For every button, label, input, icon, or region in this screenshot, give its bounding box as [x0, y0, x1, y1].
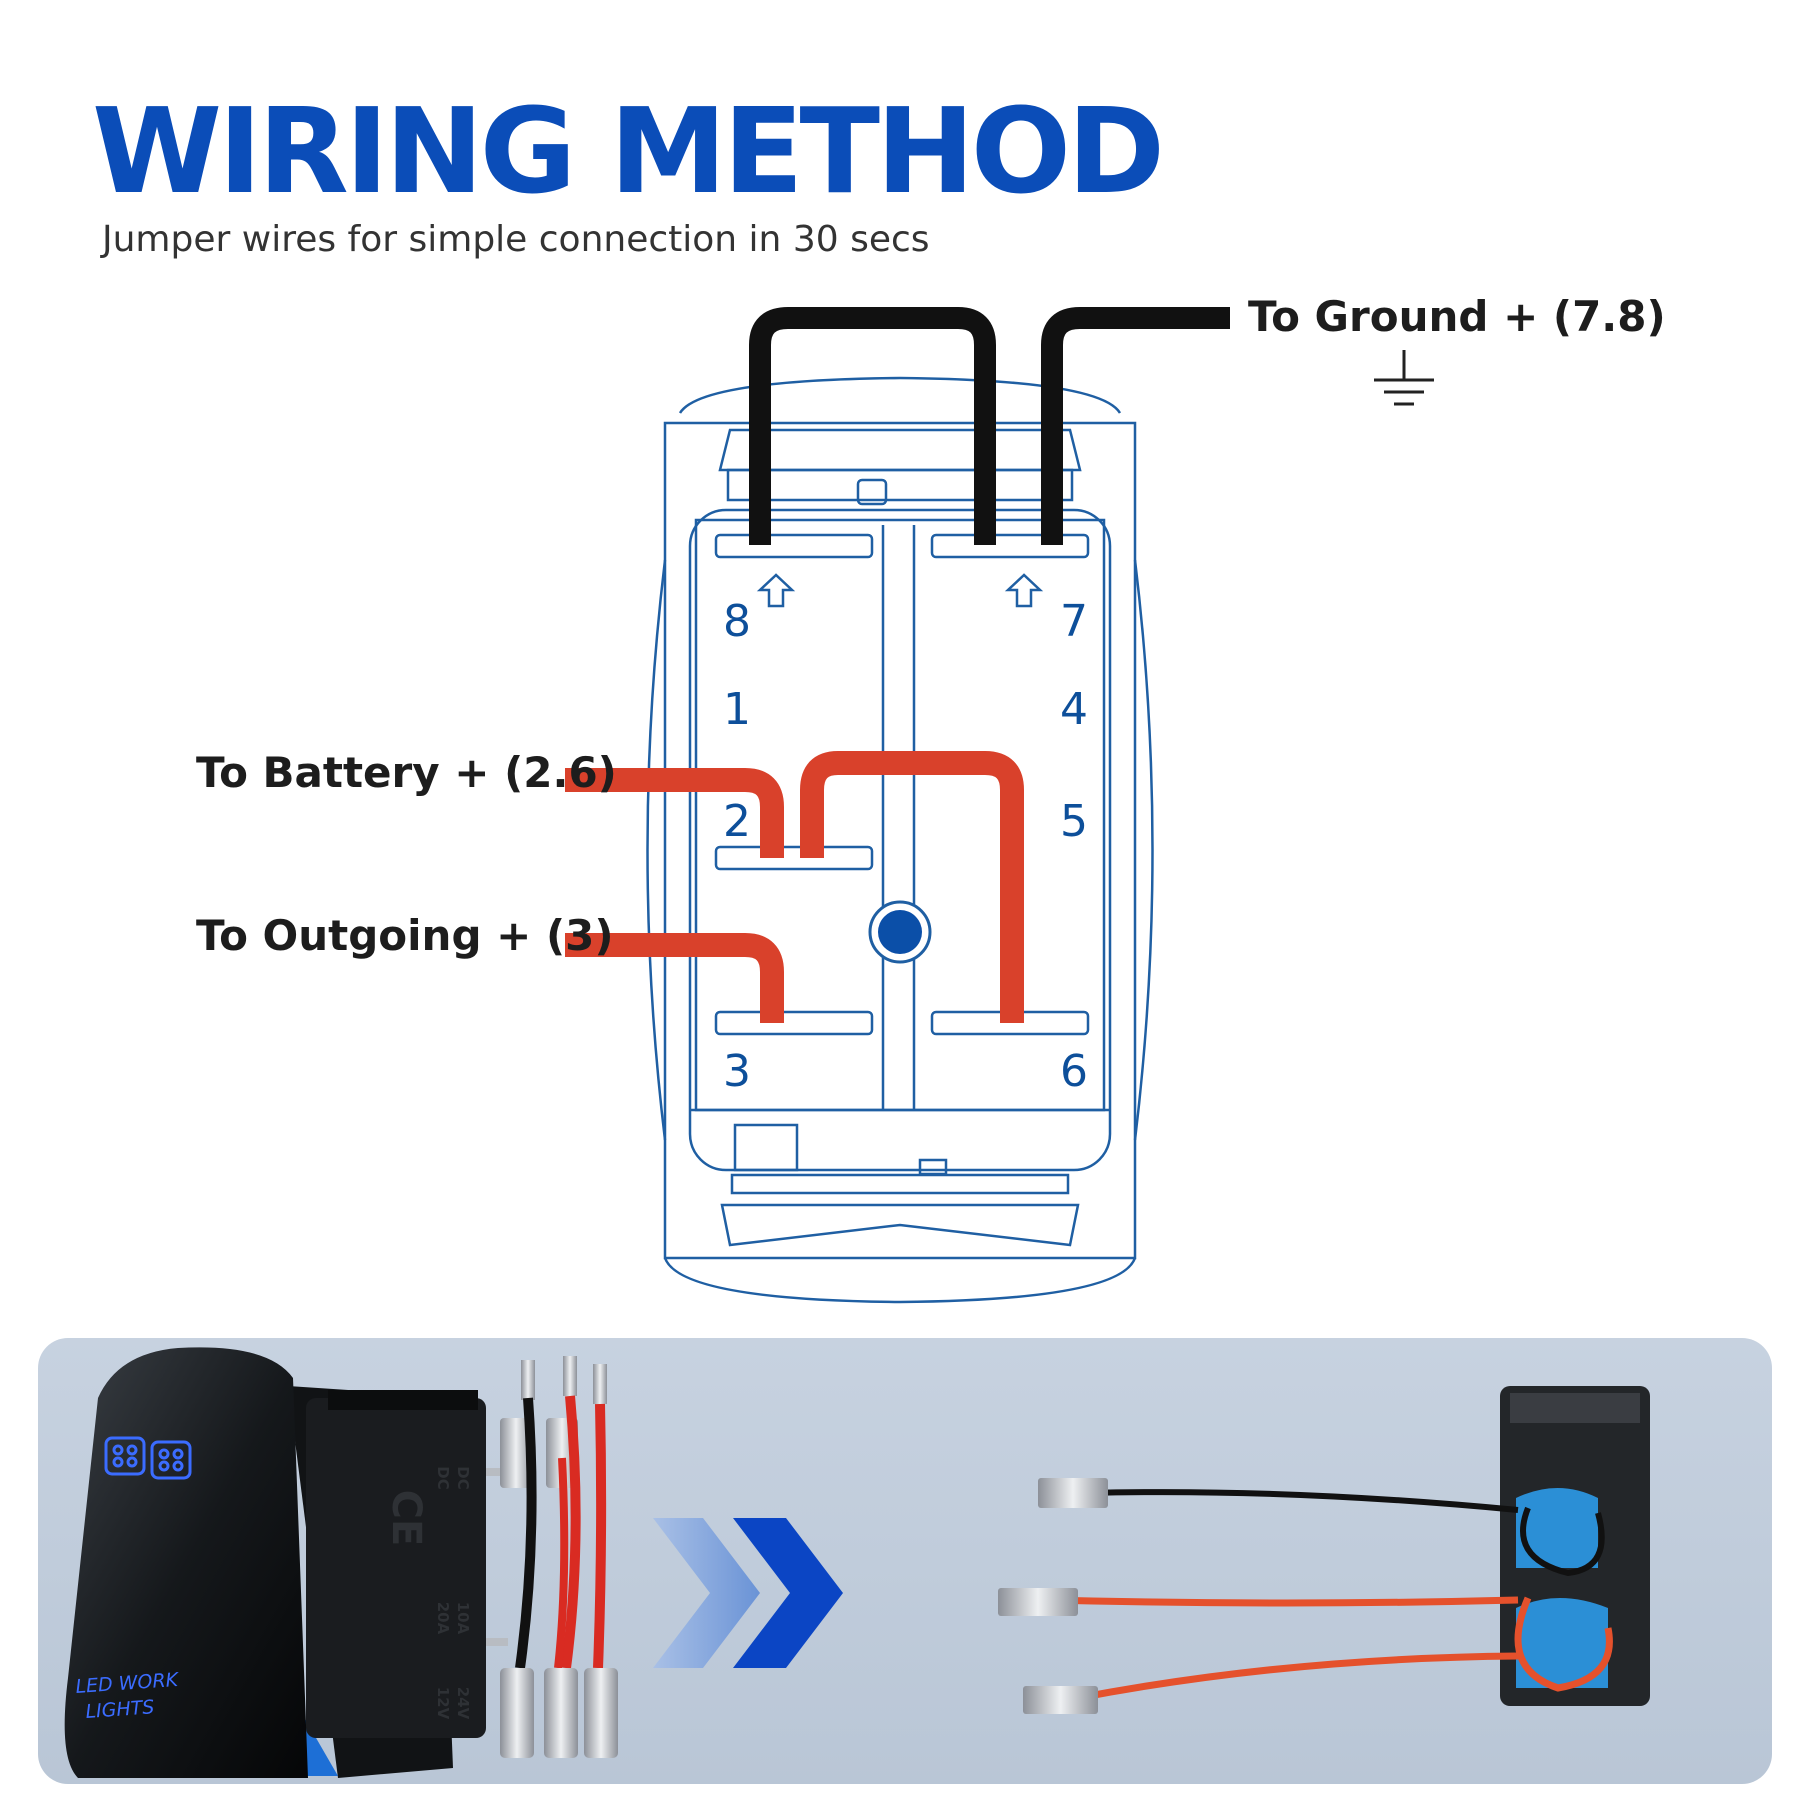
up-arrow-icons — [756, 573, 1044, 608]
chevron-right-icon — [653, 1518, 843, 1668]
jumper-wires-image — [500, 1356, 618, 1758]
pin-number-8: 8 — [723, 596, 751, 647]
red-battery-wire — [565, 768, 784, 858]
black-jumper-8-to-7 — [749, 307, 996, 545]
black-jumper-wires — [749, 307, 1230, 545]
ce-mark: CE — [383, 1490, 429, 1547]
switch-text-line2: LIGHTS — [85, 1696, 155, 1723]
dc-label-1: DC — [434, 1466, 452, 1489]
wiring-diagram — [565, 307, 1434, 1304]
switch-outline — [646, 376, 1154, 1304]
label-to-battery: To Battery + (2.6) — [196, 748, 617, 797]
switch-body — [306, 1398, 486, 1738]
up-arrow-icon — [756, 573, 796, 608]
terminal-8 — [714, 533, 874, 559]
pin-number-4: 4 — [1060, 684, 1088, 735]
page-subtitle: Jumper wires for simple connection in 30… — [102, 219, 930, 260]
page-title: WIRING METHOD — [92, 82, 1165, 220]
pin-number-5: 5 — [1060, 796, 1088, 847]
voltage-12v: 12V — [434, 1687, 452, 1720]
terminal-7 — [930, 533, 1090, 559]
red-jumper-2-to-6 — [800, 751, 1024, 1023]
pin-number-3: 3 — [723, 1046, 751, 1097]
switch-rocker-face — [64, 1347, 309, 1778]
terminal-3 — [714, 1010, 874, 1036]
label-to-outgoing: To Outgoing + (3) — [196, 911, 614, 960]
voltage-24v: 24V — [454, 1687, 472, 1720]
label-to-ground: To Ground + (7.8) — [1248, 292, 1666, 341]
rocker-switch-image: LED WORK LIGHTS CE 20A 10A 12V 24V DC DC — [64, 1347, 508, 1778]
wired-switch-image — [998, 1386, 1650, 1714]
pin-number-6: 6 — [1060, 1046, 1088, 1097]
pin-number-2: 2 — [723, 796, 751, 847]
product-panel: LED WORK LIGHTS CE 20A 10A 12V 24V DC DC — [38, 1338, 1772, 1784]
center-pivot — [868, 900, 932, 964]
terminal-2 — [714, 845, 874, 871]
red-wires — [565, 751, 1024, 1023]
ground-symbol-icon — [1374, 350, 1434, 406]
black-ground-wire — [1041, 307, 1230, 545]
work-light-icon — [104, 1436, 192, 1480]
pin-number-7: 7 — [1060, 596, 1088, 647]
red-outgoing-wire — [565, 933, 784, 1023]
up-arrow-icon — [1004, 573, 1044, 608]
dc-label-2: DC — [454, 1466, 472, 1489]
pin-number-1: 1 — [723, 684, 751, 735]
rating-10a: 10A — [454, 1602, 472, 1635]
rating-20a: 20A — [434, 1602, 452, 1635]
